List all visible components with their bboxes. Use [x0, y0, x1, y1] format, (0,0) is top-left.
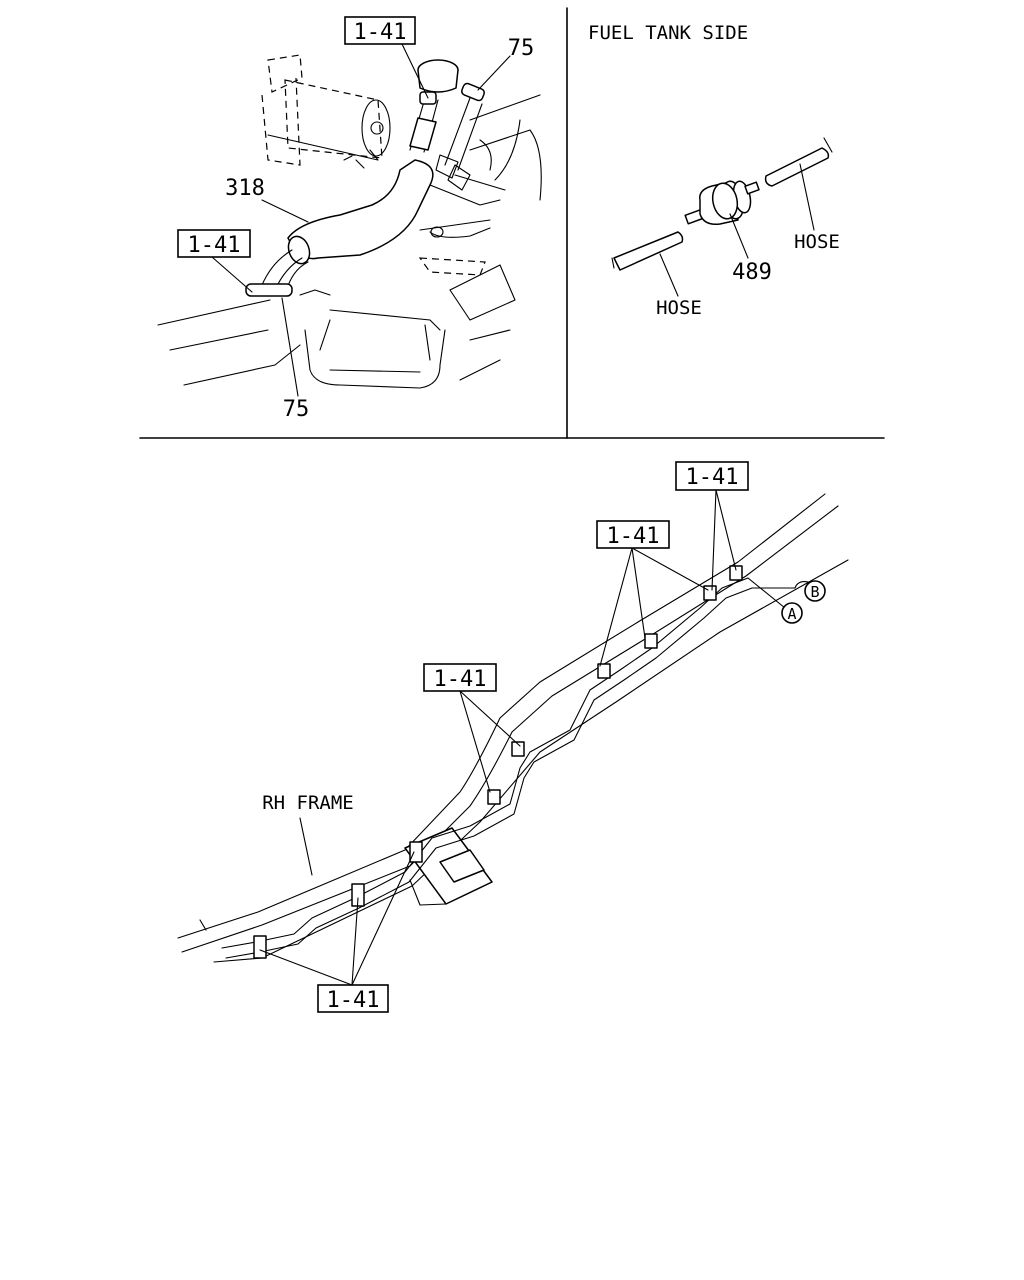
hose-label-right: HOSE: [794, 231, 840, 253]
ref-box-bottom-right-label: 1-41: [686, 465, 739, 490]
ref-box-bottom-mid[interactable]: 1-41: [423, 663, 497, 692]
ref-box-bottom-upper[interactable]: 1-41: [596, 520, 670, 549]
part-number-318[interactable]: 318: [225, 176, 265, 201]
clamp: [511, 741, 525, 757]
engine-bay-illustration: [157, 54, 542, 389]
rh-frame-label: RH FRAME: [262, 792, 354, 814]
part-number-489[interactable]: 489: [732, 260, 772, 285]
clamp: [729, 565, 743, 581]
ref-box-bottom-right[interactable]: 1-41: [675, 461, 749, 491]
panel-dividers: [139, 7, 885, 439]
fuel-tank-side-title: FUEL TANK SIDE: [588, 22, 748, 44]
ref-box-bottom-lower[interactable]: 1-41: [317, 984, 389, 1013]
clamp: [409, 841, 423, 863]
ref-box-top-label: 1-41: [354, 20, 407, 45]
fuel-filter-illustration: [611, 137, 833, 271]
clamp: [351, 883, 365, 907]
part-number-75-bottom[interactable]: 75: [283, 397, 310, 422]
connection-marker-b-label: B: [810, 583, 819, 601]
clamp: [644, 633, 658, 649]
top-right-leaders: [659, 163, 815, 297]
ref-box-bottom-mid-label: 1-41: [434, 667, 487, 692]
hose-label-left: HOSE: [656, 297, 702, 319]
ref-box-left-label: 1-41: [188, 233, 241, 258]
ref-box-bottom-upper-label: 1-41: [607, 524, 660, 549]
connection-marker-b[interactable]: B: [804, 580, 826, 602]
clamp: [597, 663, 611, 679]
ref-box-left[interactable]: 1-41: [177, 229, 251, 258]
connection-marker-a[interactable]: A: [781, 602, 803, 624]
clamp: [487, 789, 501, 805]
clamp: [253, 935, 267, 959]
rh-frame-illustration: [177, 493, 849, 963]
part-number-75-top[interactable]: 75: [508, 36, 535, 61]
ref-box-bottom-lower-label: 1-41: [327, 988, 380, 1013]
connection-marker-a-label: A: [787, 605, 796, 623]
bottom-leaders: [259, 489, 737, 986]
clamp: [703, 585, 717, 601]
ref-box-top[interactable]: 1-41: [344, 16, 416, 45]
top-left-leaders: [211, 43, 511, 397]
